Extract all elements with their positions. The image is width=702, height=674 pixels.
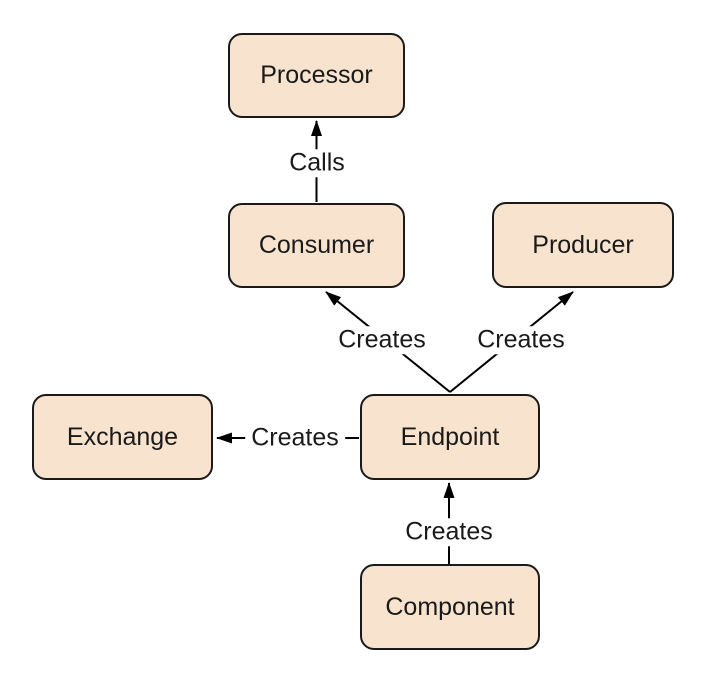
node-component: Component (360, 564, 540, 650)
node-producer: Producer (492, 202, 674, 288)
node-consumer: Consumer (228, 203, 405, 288)
edge-label-creates-producer: Creates (471, 326, 571, 354)
edge-label-creates-consumer: Creates (332, 326, 432, 354)
edge-label-calls: Calls (283, 149, 351, 177)
edge-label-creates-exchange: Creates (245, 424, 345, 452)
node-exchange: Exchange (32, 394, 213, 480)
node-processor: Processor (228, 33, 405, 118)
edge-label-creates-endpoint: Creates (399, 518, 499, 546)
node-endpoint: Endpoint (360, 394, 540, 480)
